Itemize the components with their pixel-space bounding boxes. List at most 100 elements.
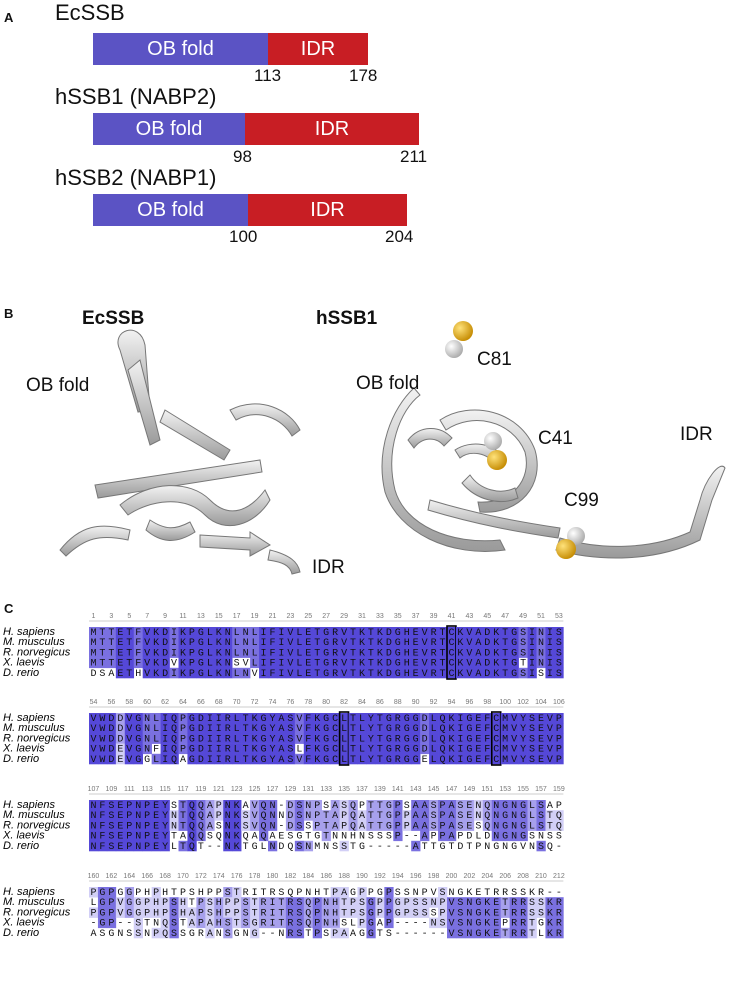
residue-cell [330, 820, 340, 831]
residue-cell [527, 743, 537, 755]
residue-cell [250, 753, 260, 765]
residue: S [108, 832, 114, 843]
residue: G [466, 724, 472, 735]
residue: N [225, 648, 231, 659]
column-number: 53 [555, 613, 563, 620]
residue: V [144, 628, 150, 639]
residue-cell [473, 647, 484, 658]
column-number: 129 [285, 786, 297, 793]
residue: P [377, 898, 383, 909]
residue: K [153, 628, 159, 639]
residue: S [386, 929, 392, 940]
residue: N [538, 832, 544, 843]
residue: Q [198, 811, 204, 822]
residue-cell [294, 657, 305, 669]
residue: D [422, 734, 428, 745]
column-number: 54 [90, 699, 98, 706]
residue-cell [357, 887, 367, 898]
residue: Q [440, 755, 446, 766]
residue-cell [464, 917, 475, 929]
residue: H [404, 669, 410, 680]
residue: G [511, 648, 517, 659]
residue: T [180, 821, 186, 832]
residue: T [180, 801, 186, 812]
residue-cell [473, 733, 484, 744]
column-number: 174 [213, 873, 225, 880]
residue-cell [196, 830, 206, 842]
residue-cell [250, 647, 260, 658]
residue-cell [124, 743, 135, 755]
protein-name-hssb1: hSSB1 (NABP2) [55, 84, 217, 109]
residue: T [305, 929, 311, 940]
residue: P [216, 888, 222, 899]
residue-cell [312, 713, 322, 724]
residue: N [323, 919, 329, 930]
residue: N [153, 919, 159, 930]
residue-cell [115, 667, 126, 679]
residue-cell [554, 733, 564, 744]
residue: H [135, 669, 141, 680]
residue: K [448, 734, 454, 745]
residue-cell [384, 733, 394, 744]
residue-cell [178, 627, 188, 638]
residue: R [332, 648, 338, 659]
residue: V [547, 724, 553, 735]
residue: N [144, 714, 150, 725]
residue-cell [259, 753, 269, 765]
residue-cell [509, 733, 519, 744]
residue-cell [232, 627, 242, 638]
hssb1-c99-label: C99 [564, 490, 599, 511]
column-number: 25 [304, 613, 312, 620]
residue: I [171, 638, 177, 649]
residue: G [457, 888, 463, 899]
residue-cell [536, 657, 546, 669]
residue: G [413, 755, 419, 766]
residue: R [431, 669, 437, 680]
residue-cell [482, 637, 493, 648]
residue-cell [196, 820, 206, 831]
column-number: 5 [127, 613, 131, 620]
residue: L [359, 724, 365, 735]
residue: G [404, 724, 410, 735]
residue-cell [509, 713, 519, 724]
residue: A [448, 821, 454, 832]
residue: T [440, 648, 446, 659]
residue-cell [509, 830, 519, 842]
residue-cell [268, 753, 278, 765]
residue: P [332, 929, 338, 940]
residue-cell [554, 907, 564, 918]
residue-cell [241, 723, 251, 734]
residue: P [502, 919, 508, 930]
residue: T [350, 745, 356, 756]
residue-cell [151, 713, 161, 724]
column-number: 98 [483, 699, 491, 706]
residue-cell [366, 800, 376, 811]
residue: N [243, 628, 249, 639]
residue-cell [285, 713, 296, 724]
residue: K [314, 745, 320, 756]
residue: V [144, 669, 150, 680]
residue: A [90, 929, 96, 940]
residue: - [126, 919, 132, 930]
residue: L [207, 638, 213, 649]
residue: - [386, 842, 392, 853]
residue: E [117, 628, 123, 639]
residue: T [368, 669, 374, 680]
residue: Q [484, 811, 490, 822]
residue-cell [133, 840, 143, 852]
residue: K [484, 908, 490, 919]
residue: A [278, 745, 284, 756]
residue: L [431, 724, 437, 735]
residue: F [269, 638, 275, 649]
residue-cell [384, 753, 394, 765]
residue-cell [384, 743, 394, 755]
residue: T [431, 842, 437, 853]
residue: T [502, 898, 508, 909]
residue: V [511, 734, 517, 745]
residue: D [484, 669, 490, 680]
residue: S [529, 898, 535, 909]
residue-cell [411, 723, 421, 734]
residue: C [332, 724, 338, 735]
residue-cell [429, 723, 439, 734]
residue-cell [384, 723, 394, 734]
